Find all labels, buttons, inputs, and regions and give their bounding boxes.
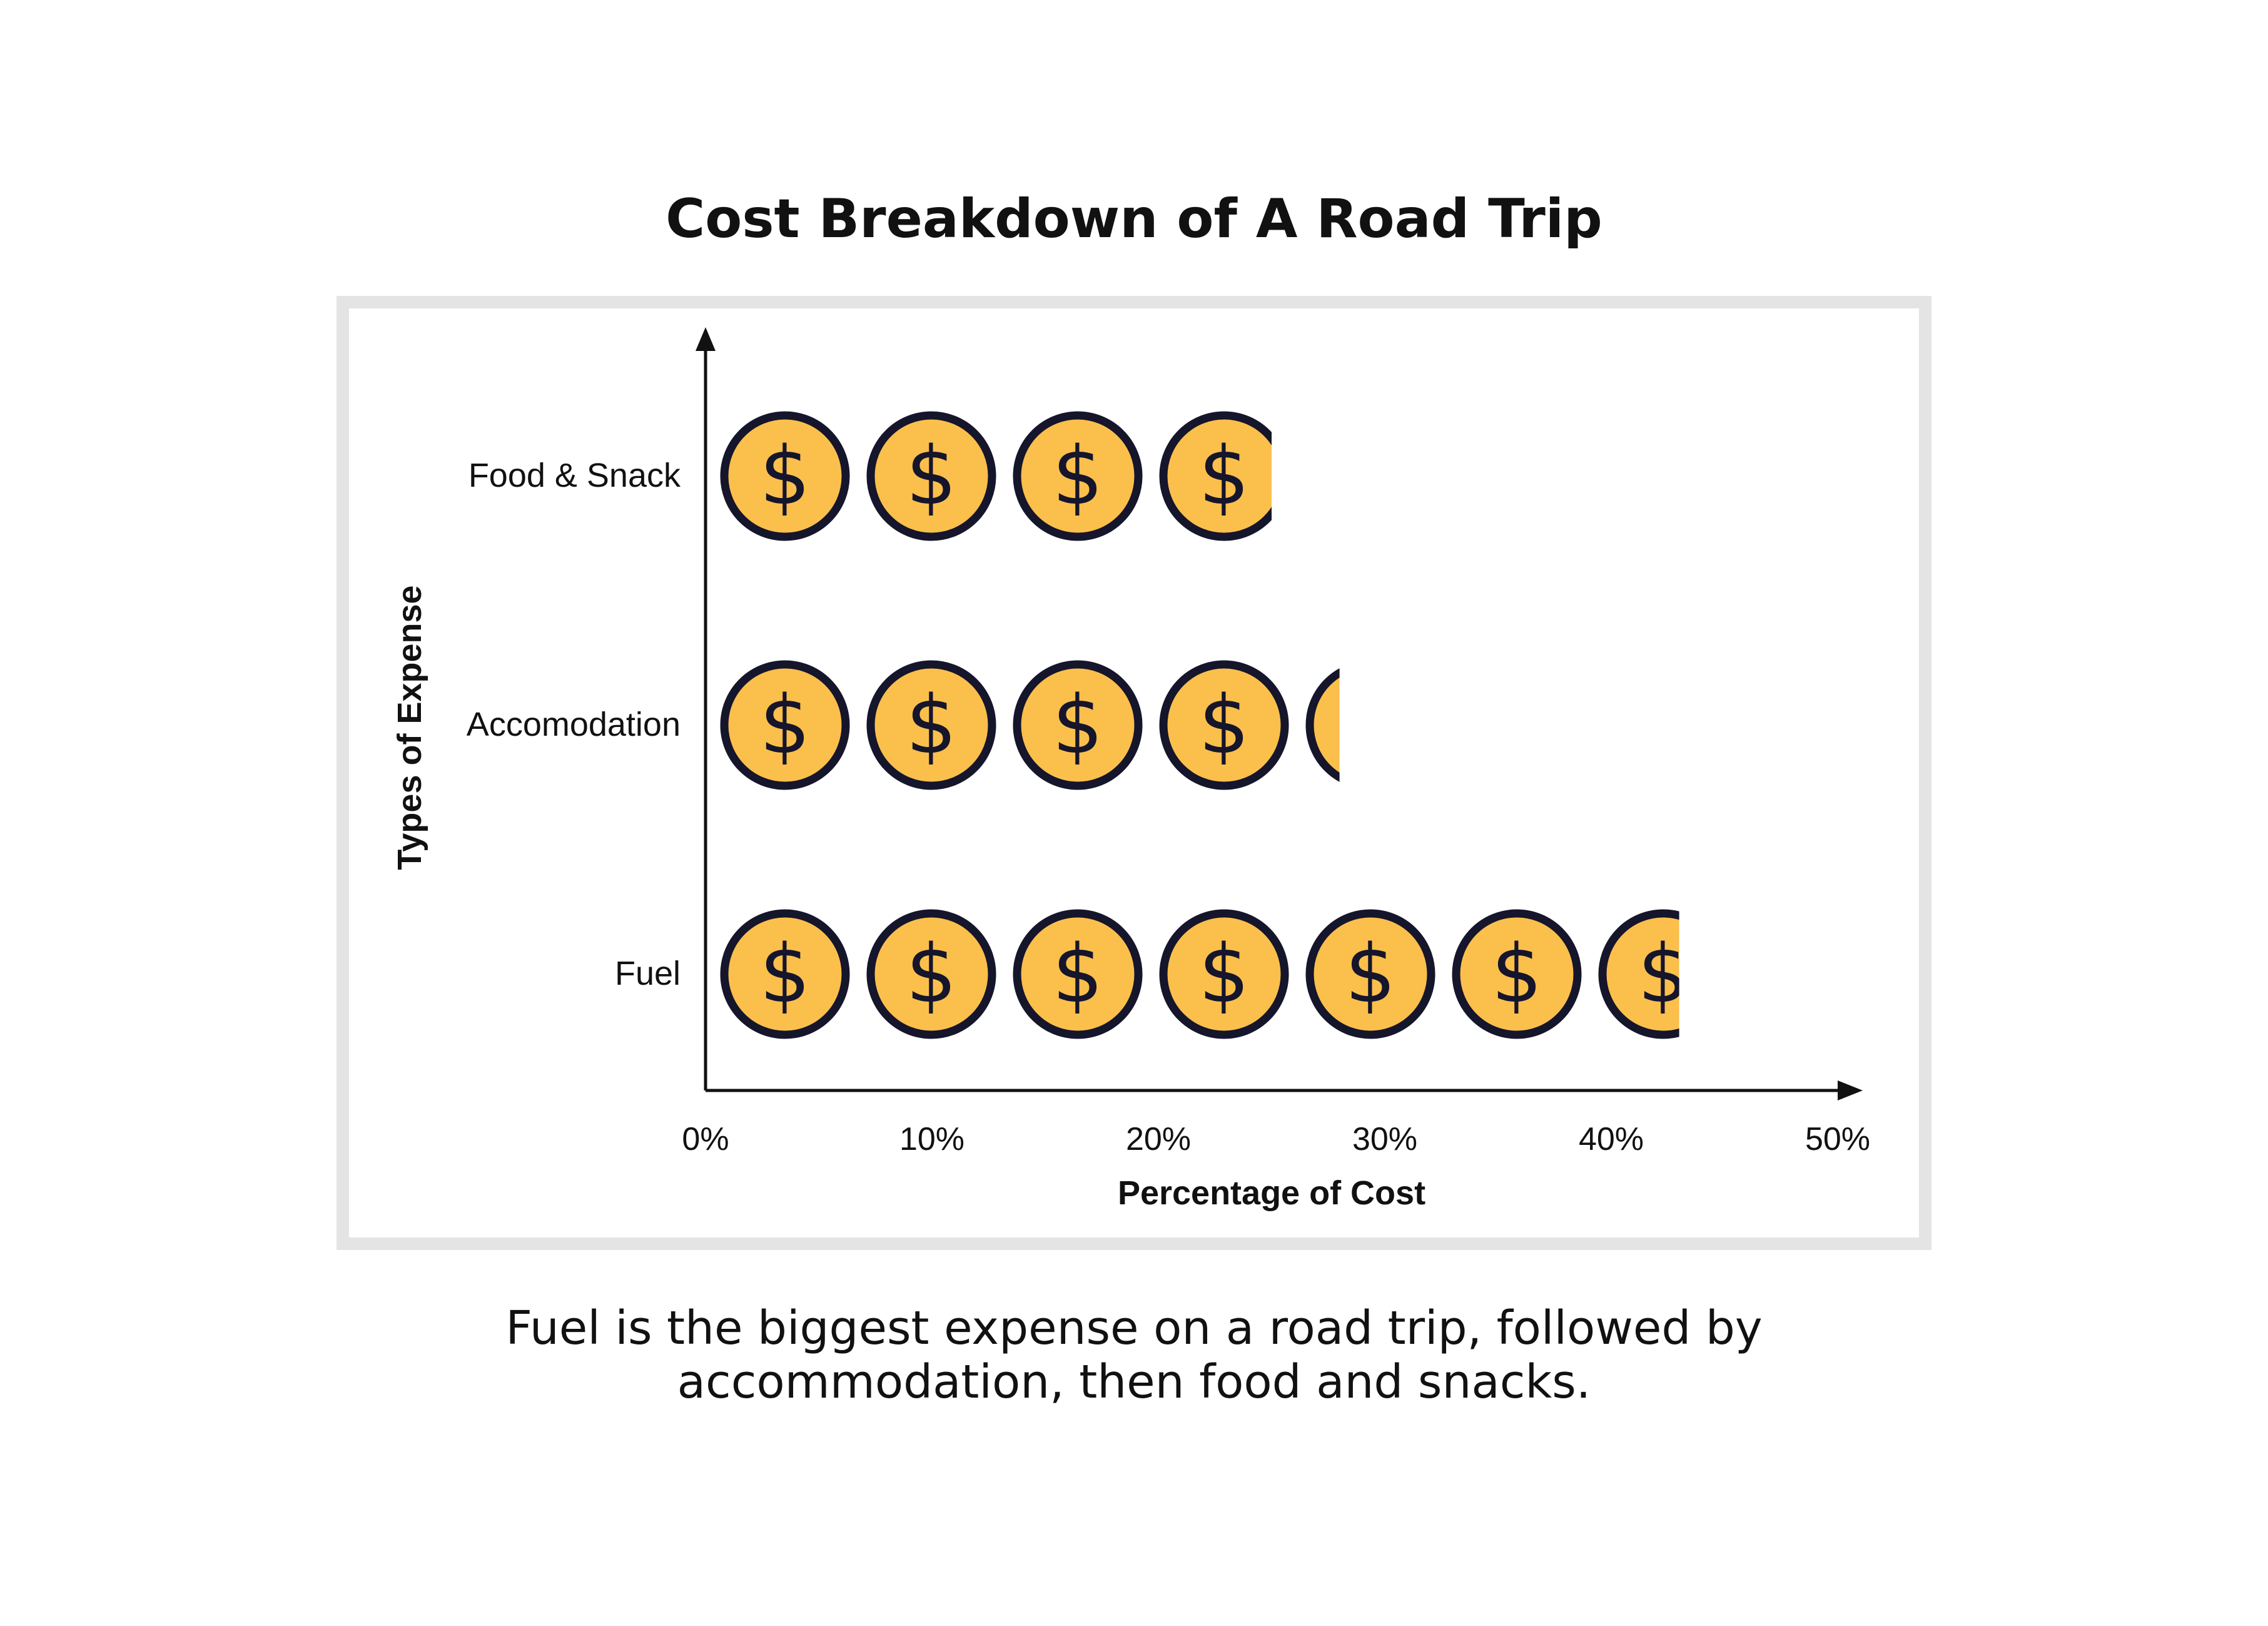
svg-text:$: $ bbox=[1198, 430, 1249, 523]
x-tick-label: 0% bbox=[682, 1121, 729, 1157]
bar-food-snack: $ $ $ $ bbox=[720, 411, 1272, 541]
dollar-coin-icon: $ bbox=[1159, 909, 1289, 1039]
x-tick-label: 10% bbox=[899, 1121, 964, 1157]
x-axis-title: Percentage of Cost bbox=[1118, 1174, 1425, 1212]
bar-accomodation: $ $ $ $ $ bbox=[720, 660, 1395, 790]
y-axis-arrow-icon bbox=[696, 327, 716, 351]
category-label-fuel: Fuel bbox=[615, 955, 681, 992]
svg-text:$: $ bbox=[759, 430, 810, 523]
svg-text:$: $ bbox=[1052, 679, 1103, 772]
bar-fuel: $ $ $ $ $ $ $ bbox=[720, 909, 1688, 1039]
y-axis-title: Types of Expense bbox=[391, 585, 428, 870]
dollar-coin-icon: $ bbox=[720, 909, 850, 1039]
dollar-coin-icon: $ bbox=[1305, 668, 1395, 782]
dollar-coin-icon: $ bbox=[1159, 411, 1272, 541]
dollar-coin-icon: $ bbox=[1013, 909, 1143, 1039]
svg-text:$: $ bbox=[906, 928, 956, 1021]
dollar-coin-icon: $ bbox=[1452, 909, 1582, 1039]
dollar-coin-icon: $ bbox=[1013, 660, 1143, 790]
svg-text:$: $ bbox=[1052, 430, 1103, 523]
pictograph-chart: Food & Snack Accomodation Fuel Types of … bbox=[391, 327, 1870, 1212]
chart-caption: Fuel is the biggest expense on a road tr… bbox=[0, 1301, 2268, 1409]
x-tick-label: 40% bbox=[1579, 1121, 1644, 1157]
dollar-coin-icon: $ bbox=[720, 411, 850, 541]
svg-text:$: $ bbox=[1198, 679, 1249, 772]
dollar-coin-icon: $ bbox=[1013, 411, 1143, 541]
svg-text:$: $ bbox=[759, 928, 810, 1021]
dollar-coin-icon: $ bbox=[866, 660, 996, 790]
page-title: Cost Breakdown of A Road Trip bbox=[666, 188, 1602, 250]
dollar-coin-icon: $ bbox=[1159, 660, 1289, 790]
svg-text:$: $ bbox=[1491, 928, 1542, 1021]
x-tick-label: 50% bbox=[1805, 1121, 1870, 1157]
caption-line-1: Fuel is the biggest expense on a road tr… bbox=[505, 1301, 1763, 1355]
svg-text:$: $ bbox=[1198, 928, 1249, 1021]
dollar-coin-icon: $ bbox=[1598, 909, 1688, 1039]
category-label-accomodation: Accomodation bbox=[467, 706, 681, 743]
dollar-coin-icon: $ bbox=[1305, 909, 1435, 1039]
dollar-coin-icon: $ bbox=[866, 411, 996, 541]
caption-line-2: accommodation, then food and snacks. bbox=[677, 1355, 1591, 1409]
dollar-coin-icon: $ bbox=[720, 660, 850, 790]
x-tick-label: 20% bbox=[1126, 1121, 1191, 1157]
dollar-coin-icon: $ bbox=[866, 909, 996, 1039]
svg-text:$: $ bbox=[906, 430, 956, 523]
category-label-food: Food & Snack bbox=[468, 457, 681, 494]
svg-text:$: $ bbox=[1345, 928, 1395, 1021]
x-axis-arrow-icon bbox=[1838, 1080, 1863, 1100]
x-tick-label: 30% bbox=[1352, 1121, 1417, 1157]
chart-frame: Food & Snack Accomodation Fuel Types of … bbox=[337, 296, 1931, 1250]
svg-text:$: $ bbox=[759, 679, 810, 772]
svg-text:$: $ bbox=[1345, 679, 1395, 772]
svg-text:$: $ bbox=[1638, 928, 1688, 1021]
svg-text:$: $ bbox=[906, 679, 956, 772]
svg-text:$: $ bbox=[1052, 928, 1103, 1021]
